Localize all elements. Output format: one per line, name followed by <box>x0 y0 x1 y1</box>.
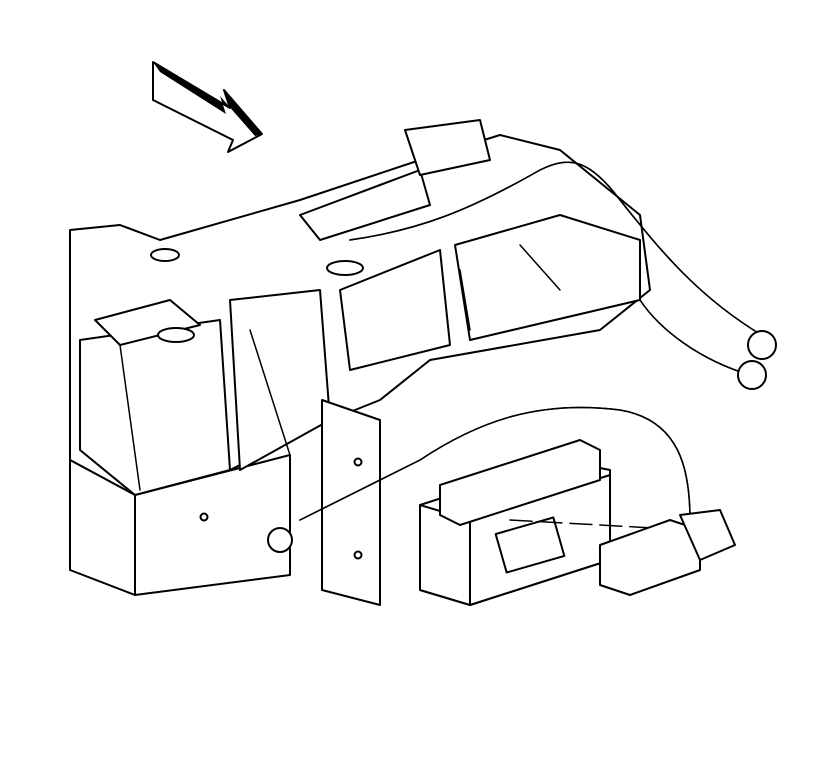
wiring-harness <box>267 161 777 553</box>
control-module <box>419 439 691 606</box>
hvac-housing <box>69 119 651 606</box>
harness-connector <box>599 509 736 596</box>
direction-arrow <box>152 61 263 153</box>
